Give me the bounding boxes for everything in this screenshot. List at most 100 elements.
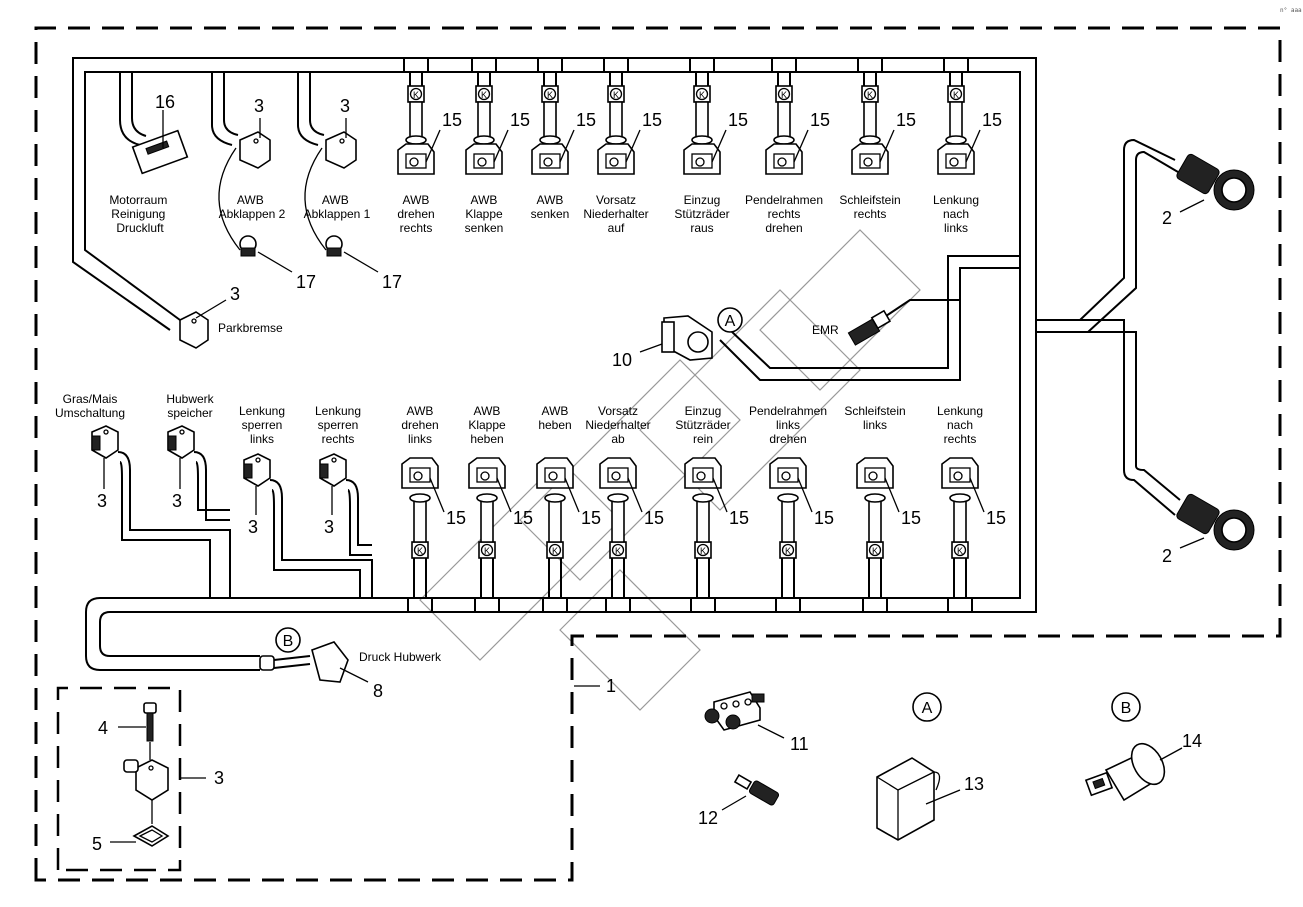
part-number: 15	[728, 110, 748, 130]
part-number: 15	[510, 110, 530, 130]
t-distributor[interactable]: 11	[704, 691, 809, 754]
k-marker: K	[785, 546, 791, 556]
druck-hubwerk-label: Druck Hubwerk	[359, 650, 442, 664]
cap-part-number: 17	[382, 272, 402, 292]
part-number: 15	[901, 508, 921, 528]
detail-solenoid[interactable]: 3	[123, 742, 224, 801]
druck-hubwerk-sensor[interactable]: B Druck Hubwerk 8	[259, 627, 442, 701]
part-number: 16	[155, 92, 175, 112]
emr-connector[interactable]: 10 A EMR	[612, 307, 892, 370]
corner-text: n° aaa	[1280, 7, 1302, 14]
valve-connector[interactable]: K15	[397, 85, 462, 175]
part-number: 15	[581, 508, 601, 528]
pressure-switch-b[interactable]: B 14	[1084, 692, 1202, 802]
k-marker: K	[481, 90, 487, 100]
label-awb-abklappen-2: AWB Abklappen 2	[219, 193, 286, 221]
screw[interactable]: 4	[98, 702, 157, 742]
valve-connector[interactable]: K 15	[536, 457, 601, 559]
part-number: 11	[790, 734, 809, 754]
k-marker: K	[552, 546, 558, 556]
part-number: 3	[97, 491, 107, 511]
part-number: 15	[642, 110, 662, 130]
k-marker: K	[957, 546, 963, 556]
top-solenoid-awb-abklappen-1[interactable]: 3 17	[297, 72, 402, 292]
part-number: 3	[230, 284, 240, 304]
part-number: 1	[606, 676, 616, 696]
emr-label: EMR	[812, 323, 839, 337]
valve-connector[interactable]: K15	[765, 85, 830, 175]
part-number: 15	[576, 110, 596, 130]
ref-circle-a: A	[725, 313, 736, 330]
part-number: 4	[98, 718, 108, 738]
k-marker: K	[484, 546, 490, 556]
part-number: 3	[324, 517, 334, 537]
valve-connector[interactable]: K15	[937, 85, 1002, 175]
part-number: 3	[214, 768, 224, 788]
main-connector-top[interactable]: 2	[1162, 153, 1255, 228]
seal[interactable]: 5	[92, 800, 170, 854]
part-number: 15	[644, 508, 664, 528]
harness-callout: 1	[574, 676, 616, 696]
valve-connector[interactable]: K 15	[599, 457, 664, 559]
k-marker: K	[953, 90, 959, 100]
part-number: 10	[612, 350, 632, 370]
part-number: 14	[1182, 731, 1202, 751]
k-marker: K	[699, 90, 705, 100]
part-number: 15	[810, 110, 830, 130]
module-a[interactable]: A 13	[876, 692, 984, 841]
valve-connector[interactable]: K15	[851, 85, 916, 175]
valve-connector[interactable]: K15	[468, 457, 533, 559]
adapter[interactable]: 12	[698, 773, 780, 828]
part-number: 15	[442, 110, 462, 130]
valve-connector[interactable]: K 15	[465, 85, 530, 175]
ref-circle-b: B	[283, 633, 294, 650]
main-connector-bottom[interactable]: 2	[1162, 493, 1255, 566]
k-marker: K	[615, 546, 621, 556]
harness-trunk	[72, 57, 1181, 671]
valve-connector[interactable]: K15	[769, 457, 834, 559]
valve-connector[interactable]: K 15	[856, 457, 921, 559]
valve-connector[interactable]: K15	[401, 457, 466, 559]
parkbremse-label: Parkbremse	[218, 321, 283, 335]
part-number: 3	[248, 517, 258, 537]
bottom-drops	[407, 558, 973, 612]
k-marker: K	[872, 546, 878, 556]
part-number: 3	[254, 96, 264, 116]
valve-connector[interactable]: K15	[597, 85, 662, 175]
part-number: 2	[1162, 546, 1172, 566]
valve-connector[interactable]: K15	[531, 85, 596, 175]
valve-connector[interactable]: K 15	[683, 85, 748, 175]
top-solenoid-awb-abklappen-2[interactable]: 3 17	[211, 72, 316, 292]
top-drops	[403, 58, 969, 86]
valve-connector[interactable]: K 15	[941, 457, 1006, 559]
k-marker: K	[700, 546, 706, 556]
part-number: 15	[896, 110, 916, 130]
valve-connector[interactable]: K 15	[684, 457, 749, 559]
part-number: 2	[1162, 208, 1172, 228]
top-solenoid-16[interactable]: 16	[119, 72, 189, 175]
part-number: 15	[729, 508, 749, 528]
parkbremse-solenoid[interactable]: 3 Parkbremse	[179, 284, 283, 349]
part-number: 15	[986, 508, 1006, 528]
part-number: 12	[698, 808, 718, 828]
part-number: 13	[964, 774, 984, 794]
